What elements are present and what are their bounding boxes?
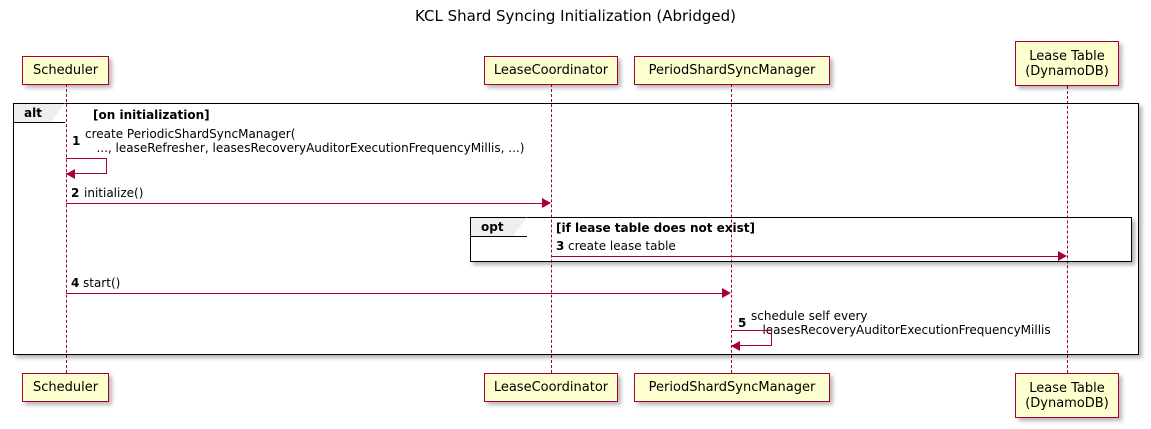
opt-frame-operator-label: opt — [471, 217, 527, 237]
participant-leasetable-bottom[interactable]: Lease Table (DynamoDB) — [1015, 373, 1119, 418]
message-5-label: schedule self every leasesRecoveryAudito… — [751, 309, 1051, 337]
message-2-label: initialize() — [84, 186, 144, 200]
opt-frame — [470, 217, 1132, 262]
opt-frame-condition: [if lease table does not exist] — [556, 221, 756, 235]
message-1-label: create PeriodicShardSyncManager( ..., le… — [85, 127, 525, 155]
message-3-number: 3 — [556, 239, 565, 253]
lifeline-leasecoordinator — [551, 84, 552, 373]
lifeline-scheduler — [66, 84, 67, 373]
message-2-line — [66, 203, 542, 204]
lifeline-periodshardsyncmanager — [731, 84, 732, 373]
message-1-number: 1 — [72, 134, 81, 148]
message-5-number: 5 — [738, 316, 747, 330]
participant-leasetable-top[interactable]: Lease Table (DynamoDB) — [1015, 41, 1119, 86]
diagram-title: KCL Shard Syncing Initialization (Abridg… — [415, 7, 736, 25]
alt-frame-condition: [on initialization] — [93, 108, 210, 122]
message-2-number: 2 — [71, 186, 80, 200]
message-1-arrowhead — [66, 169, 75, 179]
message-3-line — [551, 256, 1058, 257]
message-4-arrowhead — [722, 288, 731, 298]
message-4-label: start() — [83, 276, 121, 290]
participant-periodshardsyncmanager-top[interactable]: PeriodShardSyncManager — [634, 56, 830, 85]
message-4-number: 4 — [71, 276, 80, 290]
message-1-self-loop — [66, 158, 107, 174]
alt-frame — [13, 103, 1139, 355]
participant-leasecoordinator-top[interactable]: LeaseCoordinator — [484, 56, 618, 85]
message-5-self-loop — [731, 330, 772, 346]
message-2-arrowhead — [542, 198, 551, 208]
participant-periodshardsyncmanager-bottom[interactable]: PeriodShardSyncManager — [634, 373, 830, 402]
message-5-arrowhead — [731, 341, 740, 351]
message-3-arrowhead — [1058, 251, 1067, 261]
message-4-line — [66, 293, 722, 294]
participant-scheduler-bottom[interactable]: Scheduler — [22, 373, 109, 402]
participant-scheduler-top[interactable]: Scheduler — [22, 56, 109, 85]
message-3-label: create lease table — [568, 239, 676, 253]
lifeline-leasetable — [1067, 86, 1068, 373]
alt-frame-operator-label: alt — [14, 103, 65, 123]
participant-leasecoordinator-bottom[interactable]: LeaseCoordinator — [484, 373, 618, 402]
